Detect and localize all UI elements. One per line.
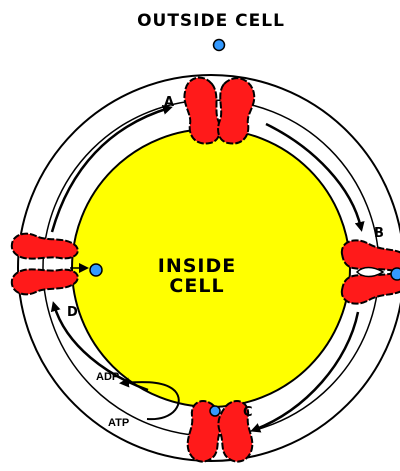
pump-c-ion [210, 406, 220, 416]
pump-d-ion [90, 264, 102, 276]
position-c-label: C [243, 405, 253, 420]
position-a-label: A [164, 95, 174, 110]
inside-label-line2: CELL [169, 275, 224, 297]
outside-cell-label: OUTSIDE CELL [137, 11, 285, 31]
adp-label: ADP [96, 371, 119, 383]
inside-label-line1: INSIDE [158, 255, 236, 277]
atp-label: ATP [108, 417, 129, 429]
pump-b-ion [391, 268, 400, 280]
position-d-label: D [67, 305, 78, 320]
outside-ion [214, 40, 225, 51]
position-b-label: B [374, 226, 384, 241]
